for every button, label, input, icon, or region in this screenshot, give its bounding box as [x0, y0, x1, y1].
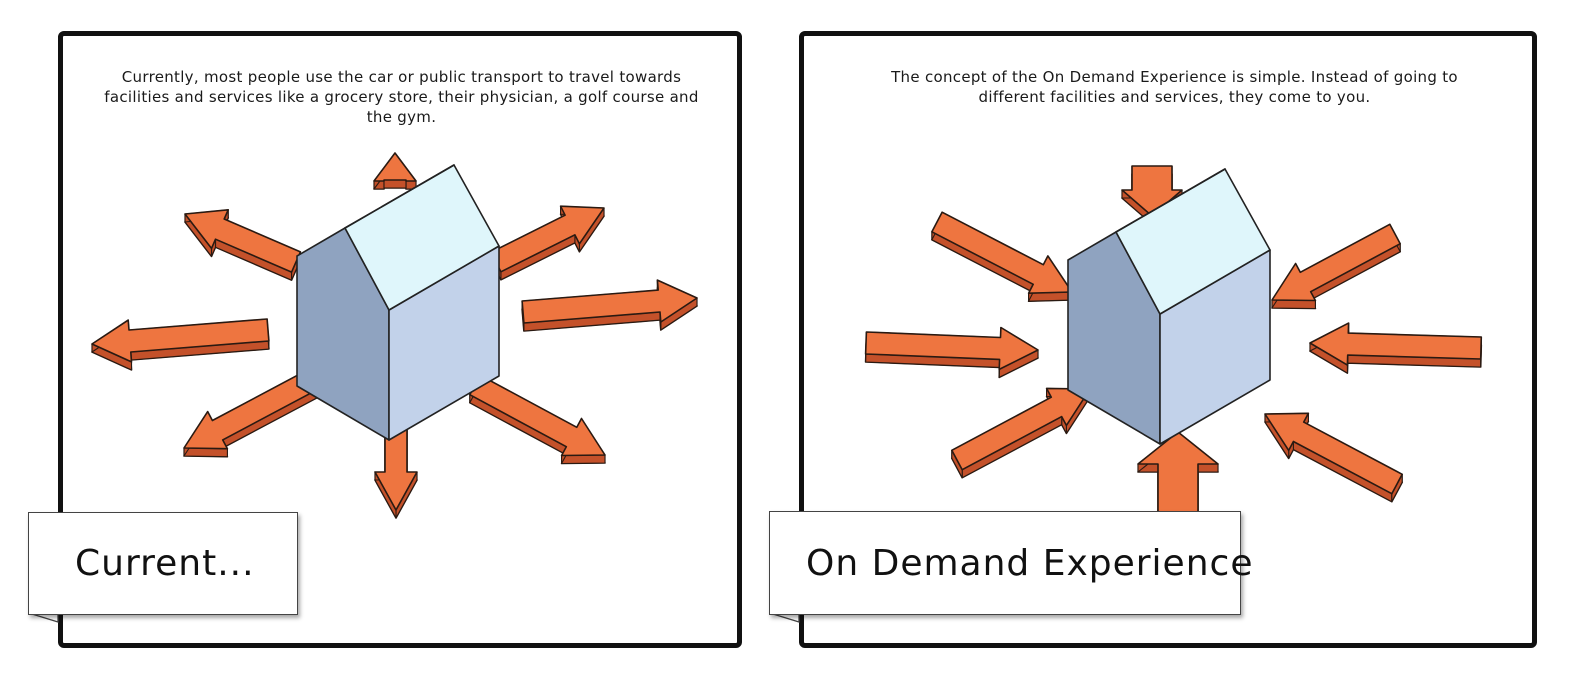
arrow-from-northwest — [931, 211, 1073, 303]
on-demand-title-box: On Demand Experience — [769, 511, 1252, 615]
arrow-northwest — [184, 209, 302, 281]
current-caption: Currently, most people use the car or pu… — [104, 68, 699, 126]
arrow-east — [521, 279, 698, 332]
arrow-from-southwest — [950, 387, 1091, 479]
on-demand-title: On Demand Experience — [806, 542, 1254, 584]
on-demand-illustration — [864, 165, 1483, 529]
arrow-from-south — [1137, 431, 1219, 529]
house-icon — [1067, 168, 1271, 445]
house-icon — [296, 164, 500, 441]
outward-arrows — [91, 152, 698, 519]
arrow-southeast — [468, 374, 606, 465]
arrow-north — [373, 152, 417, 190]
arrow-from-east — [1309, 322, 1483, 374]
current-title: Current... — [75, 543, 255, 584]
arrow-from-west — [864, 326, 1039, 379]
current-title-box: Current... — [28, 512, 298, 615]
arrow-northeast — [490, 205, 605, 281]
inward-arrows — [864, 165, 1483, 529]
arrow-west — [91, 318, 270, 371]
arrow-from-southeast — [1264, 412, 1403, 503]
current-illustration — [91, 152, 698, 519]
on-demand-caption: The concept of the On Demand Experience … — [891, 68, 1458, 106]
arrow-from-north — [1121, 165, 1183, 225]
arrow-from-northeast — [1271, 223, 1401, 310]
